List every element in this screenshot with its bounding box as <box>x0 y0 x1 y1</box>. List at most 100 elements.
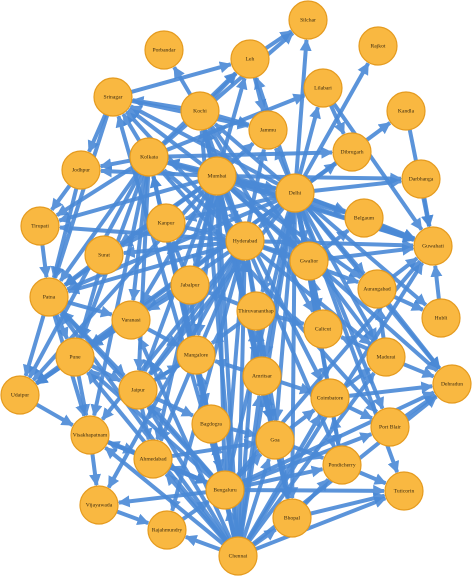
node-surat[interactable]: Surat <box>84 235 124 275</box>
node-mangalore[interactable]: Mangalore <box>176 335 216 375</box>
node-circle[interactable] <box>432 364 472 404</box>
node-circle[interactable] <box>20 206 60 246</box>
node-circle[interactable] <box>366 337 406 377</box>
node-tuticorin[interactable]: Tuticorin <box>384 471 424 511</box>
node-madurai[interactable]: Madurai <box>366 337 406 377</box>
node-tirupati[interactable]: Tirupati <box>20 206 60 246</box>
node-pune[interactable]: Pune <box>55 337 95 377</box>
node-circle[interactable] <box>272 498 312 538</box>
node-circle[interactable] <box>147 510 187 550</box>
node-circle[interactable] <box>61 150 101 190</box>
node-circle[interactable] <box>288 0 328 40</box>
node-circle[interactable] <box>29 277 69 317</box>
node-circle[interactable] <box>255 420 295 460</box>
node-jaipur[interactable]: Jaipur <box>118 370 158 410</box>
node-circle[interactable] <box>218 536 258 576</box>
node-gwalior[interactable]: Gwalior <box>289 241 329 281</box>
node-circle[interactable] <box>133 439 173 479</box>
node-ahmedabad[interactable]: Ahmedabad <box>133 439 173 479</box>
node-kandla[interactable]: Kandla <box>386 91 426 131</box>
node-thiruvananthap[interactable]: Thiruvananthap <box>236 291 276 331</box>
node-circle[interactable] <box>289 241 329 281</box>
node-kanpur[interactable]: Kanpur <box>146 203 186 243</box>
node-circle[interactable] <box>191 404 231 444</box>
node-chennai[interactable]: Chennai <box>218 536 258 576</box>
node-circle[interactable] <box>205 470 245 510</box>
edge-kochi-madurai <box>209 124 376 343</box>
node-guwahati[interactable]: Guwahati <box>413 226 453 266</box>
node-aurangabad[interactable]: Aurangabad <box>357 269 397 309</box>
node-jodhpur[interactable]: Jodhpur <box>61 150 101 190</box>
node-circle[interactable] <box>386 91 426 131</box>
node-visakhapatnam[interactable]: Visakhapatnam <box>70 415 110 455</box>
node-circle[interactable] <box>176 335 216 375</box>
node-circle[interactable] <box>118 370 158 410</box>
edge-bhopal-tuticorin <box>310 492 386 516</box>
node-circle[interactable] <box>357 269 397 309</box>
node-coimbatore[interactable]: Coimbatore <box>310 378 350 418</box>
node-bengaluru[interactable]: Bengaluru <box>205 470 245 510</box>
node-circle[interactable] <box>70 415 110 455</box>
node-circle[interactable] <box>170 265 210 305</box>
node-belgaum[interactable]: Belgaum <box>344 198 384 238</box>
node-varanasi[interactable]: Varanasi <box>111 300 151 340</box>
node-dehradun[interactable]: Dehradun <box>432 364 472 404</box>
node-hyderabad[interactable]: Hyderabad <box>225 221 265 261</box>
node-circle[interactable] <box>344 198 384 238</box>
node-delhi[interactable]: Delhi <box>275 173 315 213</box>
node-circle[interactable] <box>146 203 186 243</box>
node-portblair[interactable]: Port Blair <box>370 407 410 447</box>
node-rajkot[interactable]: Rajkot <box>358 26 398 66</box>
node-leh[interactable]: Leh <box>230 39 270 79</box>
node-circle[interactable] <box>93 77 133 117</box>
node-circle[interactable] <box>358 26 398 66</box>
node-hubli[interactable]: Hubli <box>421 298 461 338</box>
node-circle[interactable] <box>242 356 282 396</box>
node-porbandar[interactable]: Porbandar <box>144 30 184 70</box>
node-circle[interactable] <box>310 378 350 418</box>
node-circle[interactable] <box>384 471 424 511</box>
node-circle[interactable] <box>55 337 95 377</box>
node-circle[interactable] <box>413 226 453 266</box>
node-srinagar[interactable]: Srinagar <box>93 77 133 117</box>
node-circle[interactable] <box>111 300 151 340</box>
node-circle[interactable] <box>225 221 265 261</box>
node-lilabari[interactable]: Lilabari <box>303 68 343 108</box>
node-mumbai[interactable]: Mumbai <box>197 156 237 196</box>
node-circle[interactable] <box>332 132 372 172</box>
node-circle[interactable] <box>303 68 343 108</box>
node-circle[interactable] <box>129 137 169 177</box>
node-dibrugarh[interactable]: Dibrugarh <box>332 132 372 172</box>
node-rajahmundry[interactable]: Rajahmundry <box>147 510 187 550</box>
node-circle[interactable] <box>275 173 315 213</box>
node-patna[interactable]: Patna <box>29 277 69 317</box>
node-silchar[interactable]: Silchar <box>288 0 328 40</box>
node-calicut[interactable]: Calicut <box>303 309 343 349</box>
node-circle[interactable] <box>180 91 220 131</box>
node-darbhanga[interactable]: Darbhanga <box>401 159 441 199</box>
node-kolkata[interactable]: Kolkata <box>129 137 169 177</box>
node-circle[interactable] <box>144 30 184 70</box>
node-circle[interactable] <box>421 298 461 338</box>
node-circle[interactable] <box>197 156 237 196</box>
node-pondicherry[interactable]: Pondicherry <box>322 445 362 485</box>
node-amritsar[interactable]: Amritsar <box>242 356 282 396</box>
node-circle[interactable] <box>236 291 276 331</box>
node-circle[interactable] <box>370 407 410 447</box>
node-circle[interactable] <box>84 235 124 275</box>
node-circle[interactable] <box>401 159 441 199</box>
node-kochi[interactable]: Kochi <box>180 91 220 131</box>
node-bagdogra[interactable]: Bagdogra <box>191 404 231 444</box>
node-circle[interactable] <box>79 485 119 525</box>
node-vijayawada[interactable]: Vijayawada <box>79 485 119 525</box>
node-circle[interactable] <box>248 110 288 150</box>
node-goa[interactable]: Goa <box>255 420 295 460</box>
node-circle[interactable] <box>0 375 40 415</box>
node-bhopal[interactable]: Bhopal <box>272 498 312 538</box>
node-circle[interactable] <box>230 39 270 79</box>
node-jammu[interactable]: Jammu <box>248 110 288 150</box>
node-jabalpur[interactable]: Jabalpur <box>170 265 210 305</box>
node-circle[interactable] <box>303 309 343 349</box>
node-udaipur[interactable]: Udaipur <box>0 375 40 415</box>
node-circle[interactable] <box>322 445 362 485</box>
